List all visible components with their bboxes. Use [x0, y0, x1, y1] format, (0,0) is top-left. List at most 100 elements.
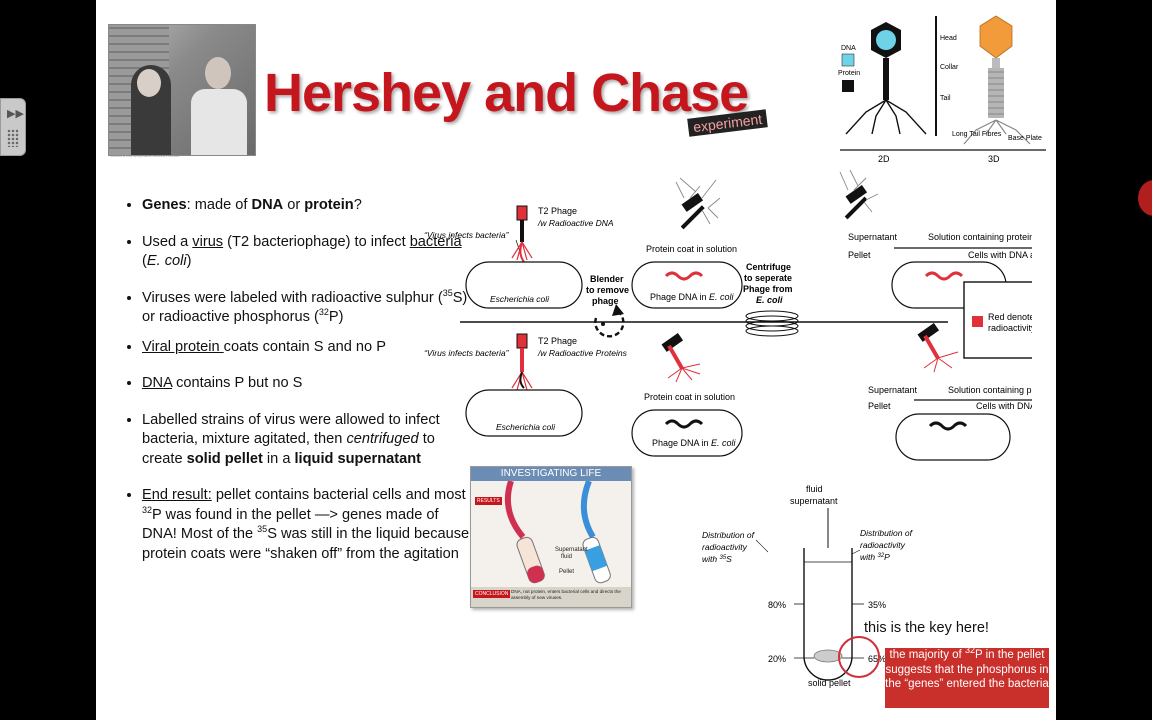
radioactive-dna-strand-right [924, 271, 964, 281]
dist-p-line3: with 32P [860, 552, 890, 562]
blender-line1: Blender [590, 274, 624, 284]
supernatant-label-top: Supernatant [848, 232, 898, 242]
inset-results-tag: RESULTS [475, 497, 502, 505]
collar-label: Collar [940, 64, 959, 71]
bottom-solution-note: Solution containing protein is radioacti… [948, 385, 1032, 395]
blender-rotate-icon [594, 304, 625, 338]
bullet-labelled-strains: Labelled strains of virus were allowed t… [142, 411, 472, 470]
dist-s-line2: radioactivity [702, 542, 748, 552]
pct-35: 35% [868, 600, 886, 610]
t2-phage-label-bottom: T2 Phage [538, 336, 577, 346]
inset-conclusion-tag: CONCLUSION [473, 590, 511, 598]
phage-red-ghost-bottom-icon [661, 332, 701, 383]
radioactive-dna-strand [664, 271, 704, 281]
base-plate-label: Base Plate [1008, 135, 1042, 142]
pct-20: 20% [768, 654, 786, 664]
dna-swatch [841, 53, 855, 67]
inset-fluid: fluid [561, 554, 572, 560]
tube-supernatant-label: supernatant [790, 496, 838, 506]
highlight-circle [838, 636, 880, 678]
top-cells-note: Cells with DNA are radioactive [968, 250, 1032, 260]
legend-dna-label: DNA [841, 45, 856, 52]
pct-80: 80% [768, 600, 786, 610]
virus-infects-label-bottom: “Virus infects bacteria” [424, 348, 510, 358]
bullet-labeled: Viruses were labeled with radioactive su… [142, 288, 472, 328]
inset-pellet: Pellet [559, 569, 574, 575]
investigating-life-inset: INVESTIGATING LIFE RESULTS Supernatant f… [470, 466, 632, 608]
inset-conclusion-bar: CONCLUSION DNA, not protein, enters bact… [471, 587, 631, 607]
slide: Courtesy of Cold Spring Harbor Laborator… [96, 0, 1056, 720]
protein-swatch [842, 80, 854, 92]
bullet-virus: Used a virus (T2 bacteriophage) to infec… [142, 233, 472, 272]
grip-icon [7, 129, 19, 147]
centrifuge-line2: to seperate [744, 273, 792, 283]
sidebar-handle[interactable]: ▶▶ [0, 98, 26, 156]
fast-forward-icon: ▶▶ [7, 107, 24, 120]
red-legend-swatch [972, 316, 983, 327]
phage-red-ghost-bottom-right-icon [917, 322, 959, 373]
label-2d: 2D [878, 154, 890, 164]
protein-coat-label-bottom: Protein coat in solution [644, 392, 735, 402]
centrifuge-coil-icon [745, 310, 799, 337]
experiment-diagram: “Virus infects bacteria” T2 Phage /w Rad… [424, 169, 1032, 461]
bacterium-bottom-right [895, 413, 1011, 461]
phage-ghost-top-right-icon [839, 169, 879, 220]
phage-ghost-top-icon [675, 177, 721, 230]
bacterium-bottom-mid [631, 409, 743, 457]
bottom-cells-note: Cells with DNA are not radioactive [976, 401, 1032, 411]
t2-phage-label-top: T2 Phage [538, 206, 577, 216]
dist-s-line1: Distribution of [702, 530, 756, 540]
phage-3d-icon [963, 15, 1031, 145]
virus-infects-label-top: “Virus infects bacteria” [424, 230, 510, 240]
solid-pellet-label: solid pellet [808, 678, 851, 688]
bullet-genes: Genes: made of DNA or protein? [142, 196, 472, 216]
blender-line3: phage [592, 296, 619, 306]
inset-tubes-illustration: Supernatant fluid Pellet [505, 481, 611, 584]
inset-header: INVESTIGATING LIFE [471, 467, 631, 481]
dist-p-line1: Distribution of [860, 528, 914, 538]
nonradioactive-dna-strand-right [928, 421, 968, 431]
bacterium-bottom-left [465, 389, 583, 437]
hershey-chase-photo [108, 24, 256, 156]
legend-line1: Red denotes [988, 312, 1032, 322]
record-button[interactable] [1138, 180, 1152, 216]
bullet-viral-protein: Viral protein coats contain S and no P [142, 338, 472, 358]
escherichia-label-top: Escherichia coli [490, 294, 550, 304]
slide-title: Hershey and Chase [264, 63, 749, 123]
centrifuge-line1: Centrifuge [746, 262, 791, 272]
bullet-end-result: End result: pellet contains bacterial ce… [142, 486, 472, 564]
pellet-label-bottom: Pellet [868, 401, 891, 411]
long-tail-fibres-label: Long Tail Fibres [952, 131, 1002, 138]
dist-p-line2: radioactivity [860, 540, 906, 550]
radioactive-dna-label: /w Radioactive DNA [537, 218, 614, 228]
centrifuge-line4: E. coli [756, 295, 783, 305]
centrifuge-line3: Phage from [743, 284, 793, 294]
legend-line2: radioactivity [988, 323, 1032, 333]
dist-s-line3: with 35S [702, 554, 732, 564]
blender-line2: to remove [586, 285, 629, 295]
protein-coat-label-top: Protein coat in solution [646, 244, 737, 254]
phage-dna-label-top: Phage DNA in E. coli [650, 292, 735, 302]
tail-label: Tail [940, 95, 951, 102]
bacterium-top-left [465, 261, 583, 309]
inset-supernatant: Supernatant [555, 547, 588, 553]
tube-fluid-label: fluid [806, 484, 823, 494]
nonradioactive-dna-strand [664, 419, 704, 429]
radioactive-proteins-label: /w Radioactive Proteins [537, 348, 628, 358]
phage-red-protein-icon [511, 333, 533, 391]
escherichia-label-bottom: Escherichia coli [496, 422, 556, 432]
label-3d: 3D [988, 154, 1000, 164]
photo-caption: Courtesy of Cold Spring Harbor Laborator… [110, 154, 180, 158]
legend-protein-label: Protein [838, 70, 860, 77]
head-label: Head [940, 35, 957, 42]
phage-dna-label-bottom: Phage DNA in E. coli [652, 438, 737, 448]
phage-structure-diagram: DNA Protein Head Collar Tail Long Tail F… [838, 15, 1046, 164]
pellet-label-top: Pellet [848, 250, 871, 260]
phage-2d-icon [845, 22, 927, 135]
bullet-dna: DNA contains P but no S [142, 374, 472, 394]
bacterium-top-mid [631, 261, 743, 309]
conclusion-callout: the majority of 32P in the pellet sugges… [885, 646, 1049, 708]
top-solution-note: Solution containing protein is not radio… [928, 232, 1032, 242]
bullet-list: Genes: made of DNA or protein? Used a vi… [120, 196, 472, 581]
key-annotation: this is the key here! [864, 620, 989, 636]
